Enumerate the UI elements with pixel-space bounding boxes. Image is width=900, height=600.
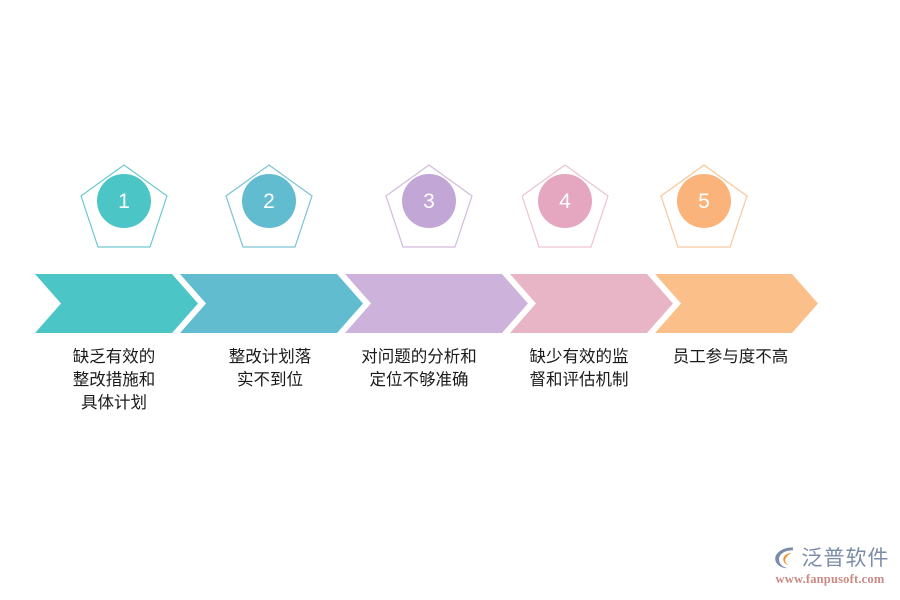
step-number-badge-5: 5: [677, 174, 731, 228]
step-marker-3[interactable]: 3: [383, 162, 475, 254]
chevron-segment-2[interactable]: [180, 274, 363, 333]
chevron-segment-3[interactable]: [345, 274, 528, 333]
pentagon-icon-4: [521, 164, 609, 248]
step-caption-2: 整改计划落 实不到位: [228, 347, 312, 389]
step-number-badge-1: 1: [97, 174, 151, 228]
brand-logo-row: 泛普软件: [771, 544, 890, 571]
step-caption-1: 缺乏有效的 整改措施和 具体计划: [72, 347, 156, 412]
chevron-segment-1[interactable]: [35, 274, 198, 333]
pentagon-icon-1: [80, 164, 168, 248]
step-number-label-5: 5: [698, 189, 710, 213]
step-number-badge-3: 3: [402, 174, 456, 228]
step-caption-4: 缺少有效的监 督和评估机制: [529, 347, 629, 389]
step-number-label-3: 3: [423, 189, 435, 213]
step-number-label-4: 4: [559, 189, 571, 213]
pentagon-icon-3: [385, 164, 473, 248]
brand-watermark: 泛普软件 www.fanpusoft.com: [766, 536, 894, 594]
pentagon-icon-2: [225, 164, 313, 248]
step-number-label-2: 2: [263, 189, 275, 213]
brand-name: 泛普软件: [801, 545, 890, 570]
step-marker-2[interactable]: 2: [223, 162, 315, 254]
fanpu-logo-icon: [774, 547, 793, 569]
step-marker-5[interactable]: 5: [658, 162, 750, 254]
step-number-badge-4: 4: [538, 174, 592, 228]
step-number-badge-2: 2: [242, 174, 296, 228]
chevron-segment-4[interactable]: [510, 274, 673, 333]
step-marker-1[interactable]: 1: [78, 162, 170, 254]
brand-url: www.fanpusoft.com: [775, 572, 885, 586]
step-caption-3: 对问题的分析和 定位不够准确: [361, 347, 477, 389]
step-caption-5: 员工参与度不高: [672, 347, 789, 366]
step-marker-4[interactable]: 4: [519, 162, 611, 254]
chevron-segment-5[interactable]: [655, 274, 818, 333]
step-number-label-1: 1: [118, 189, 130, 213]
pentagon-icon-5: [660, 164, 748, 248]
